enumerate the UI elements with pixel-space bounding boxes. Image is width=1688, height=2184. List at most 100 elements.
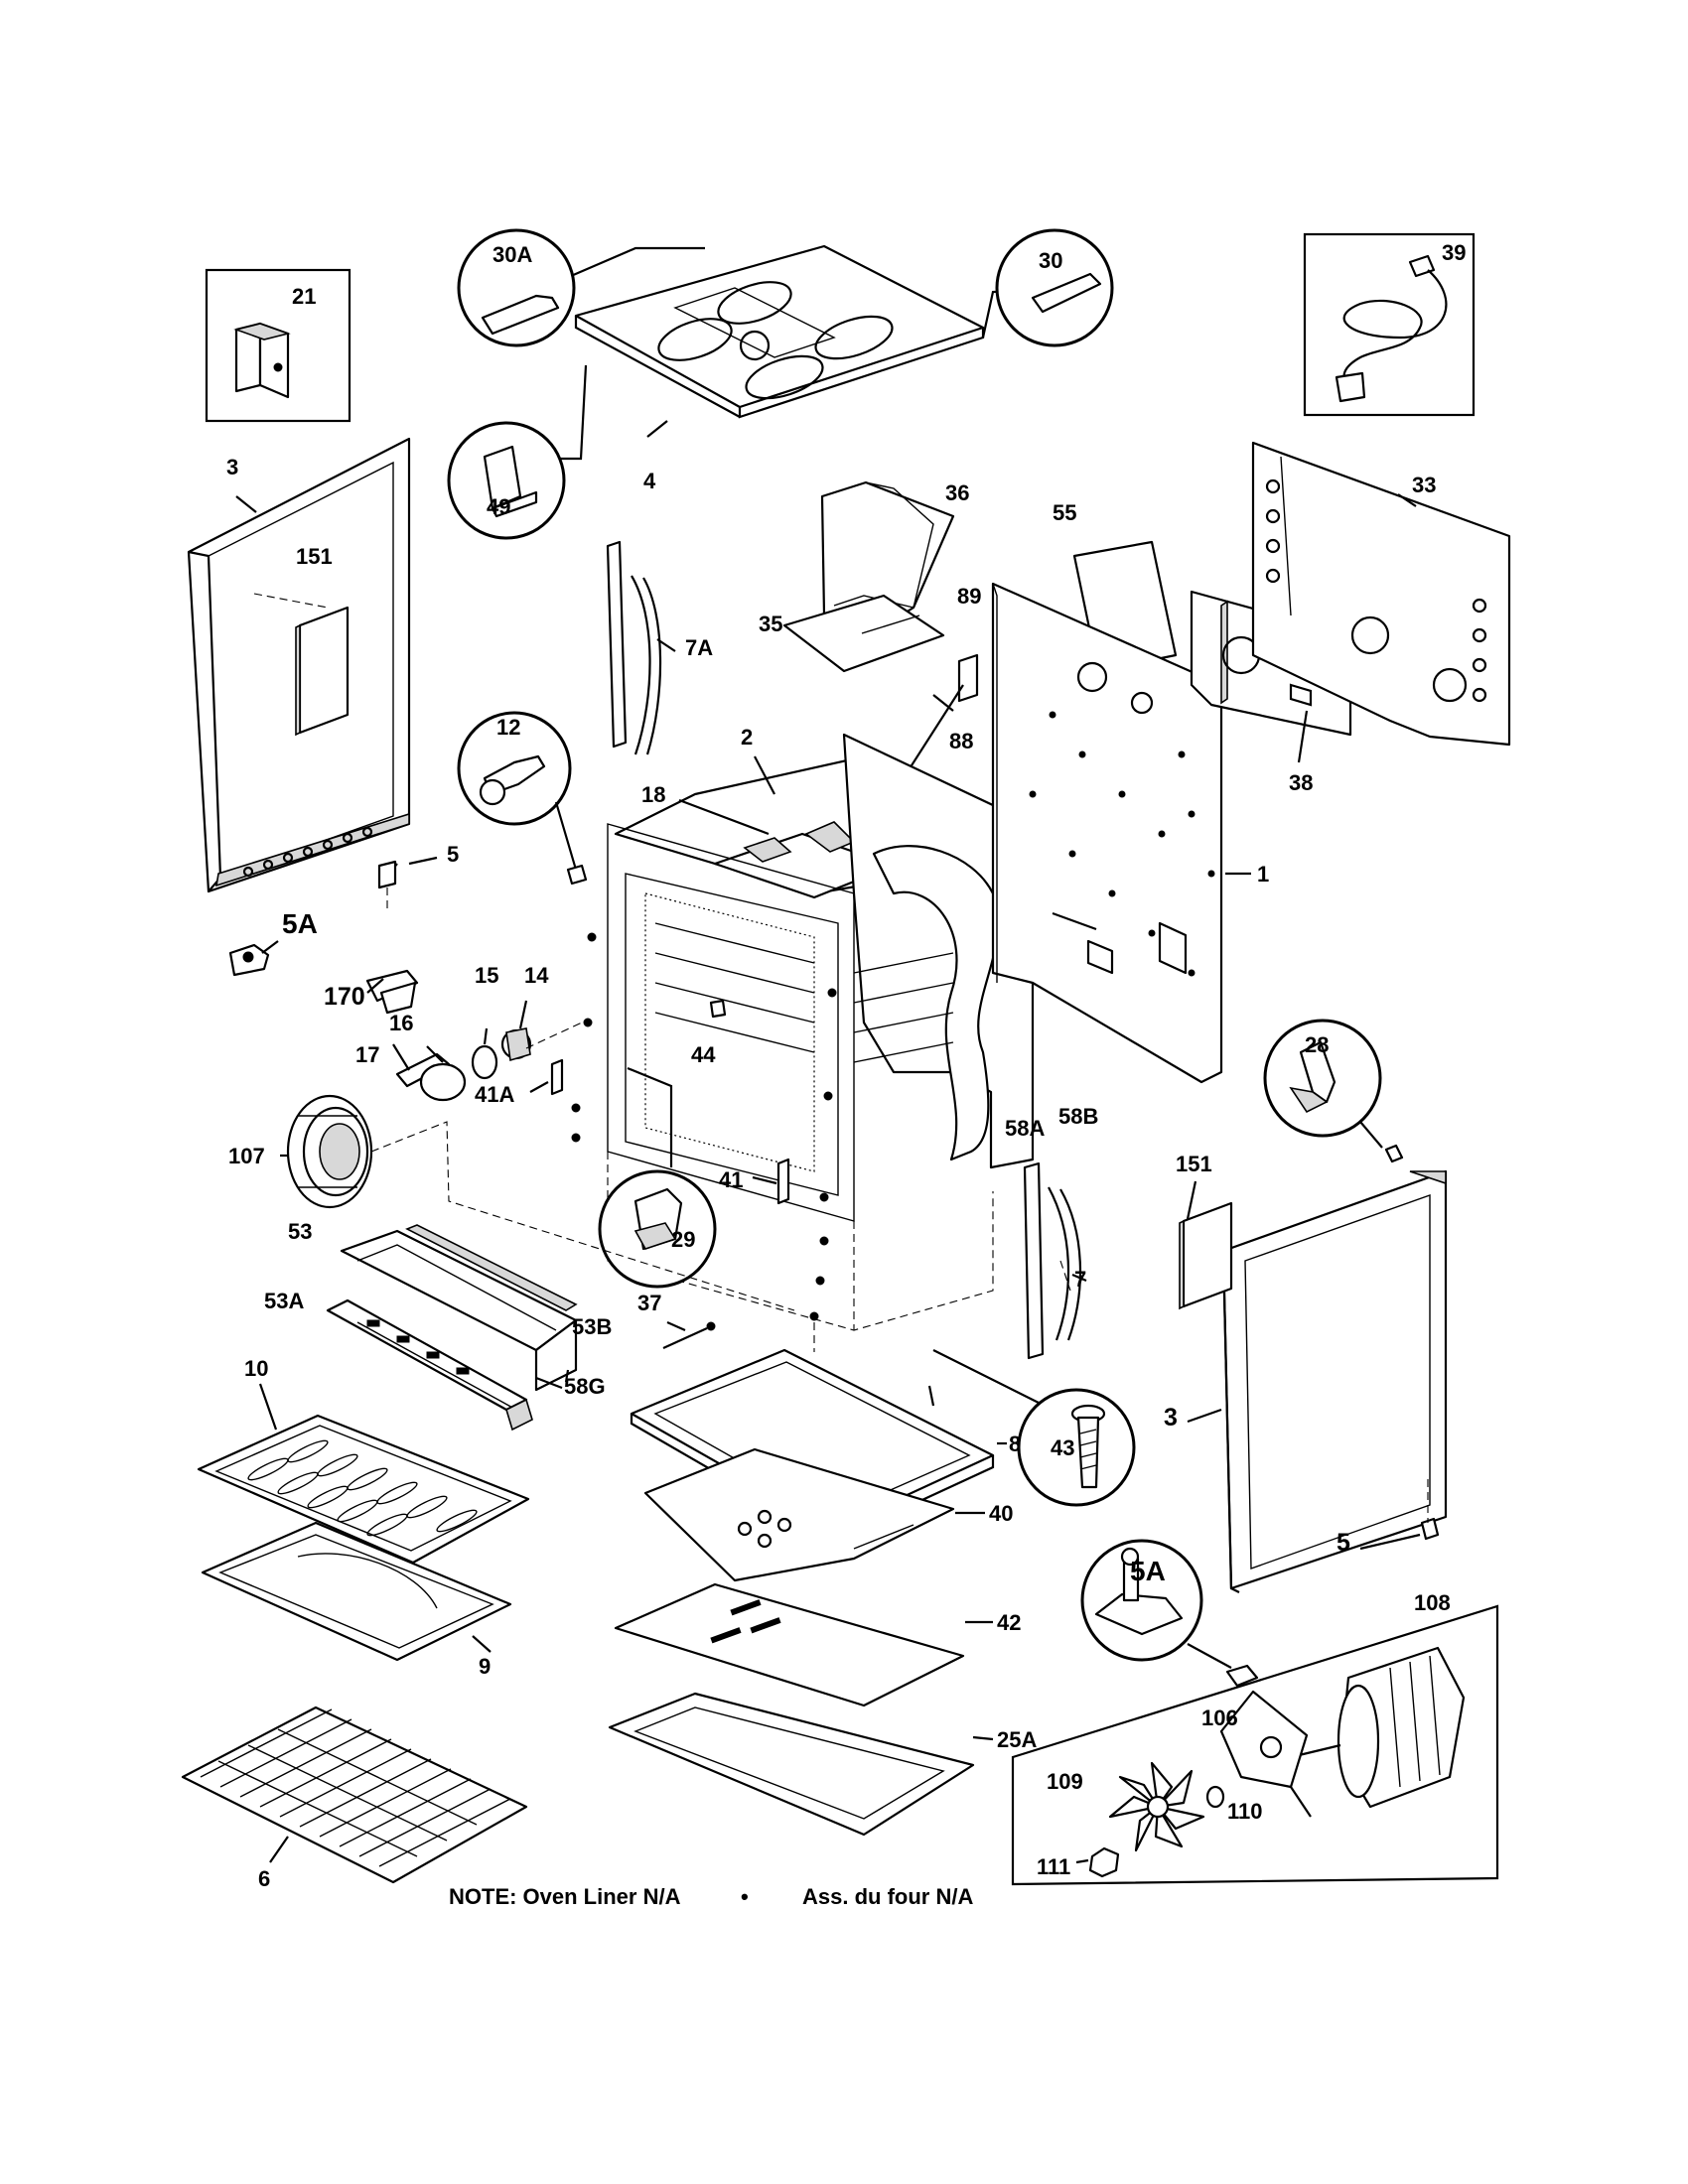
label-107: 107 — [228, 1144, 265, 1168]
label-10: 10 — [244, 1356, 268, 1381]
label-110: 110 — [1227, 1799, 1263, 1824]
label-58G: 58G — [564, 1374, 606, 1399]
label-40: 40 — [989, 1501, 1013, 1526]
label-41: 41 — [719, 1167, 743, 1192]
callout-43 — [1017, 1388, 1136, 1507]
part-42-panel — [614, 1582, 993, 1707]
label-30A: 30A — [492, 242, 532, 267]
label-55: 55 — [1053, 500, 1076, 525]
label-106: 106 — [1201, 1706, 1238, 1730]
part-41A — [529, 1058, 564, 1096]
part-39-box — [1303, 232, 1476, 417]
part-40-shield — [643, 1447, 985, 1582]
label-5-right: 5 — [1336, 1529, 1350, 1557]
part-5-right-screw — [1359, 1479, 1440, 1551]
label-38: 38 — [1289, 770, 1313, 795]
part-4-top-pan — [574, 244, 985, 419]
leader-4 — [646, 420, 668, 438]
label-41A: 41A — [475, 1082, 514, 1107]
leader-3-left — [235, 495, 257, 513]
callout-30A — [457, 228, 576, 347]
leader-30A — [570, 246, 705, 278]
convection-motor-box — [1011, 1604, 1499, 1886]
label-25A: 25A — [997, 1727, 1037, 1752]
light-assembly — [392, 1000, 583, 1102]
label-109: 109 — [1047, 1769, 1083, 1794]
label-53A: 53A — [264, 1289, 304, 1313]
label-4: 4 — [643, 469, 656, 493]
part-3-right-side-panel — [1221, 1169, 1448, 1593]
label-5-left: 5 — [447, 842, 459, 867]
label-18: 18 — [641, 782, 665, 807]
leader-18 — [678, 798, 770, 836]
label-36: 36 — [945, 480, 969, 505]
label-53B: 53B — [572, 1314, 612, 1339]
label-2: 2 — [741, 725, 753, 750]
label-151-left: 151 — [296, 544, 333, 569]
part-107-fan-cover — [280, 1094, 795, 1311]
label-21: 21 — [292, 284, 316, 309]
label-16: 16 — [389, 1011, 413, 1035]
part-7 — [1023, 1161, 1087, 1360]
part-3-left-side-panel — [187, 437, 411, 893]
label-33: 33 — [1412, 473, 1436, 497]
part-151-right — [1179, 1180, 1233, 1310]
part-9-broiler-pan — [201, 1521, 512, 1662]
label-17: 17 — [355, 1042, 379, 1067]
part-21-box — [205, 268, 352, 423]
label-15: 15 — [475, 963, 498, 988]
label-37: 37 — [637, 1291, 661, 1315]
label-29: 29 — [671, 1227, 695, 1252]
leader-2 — [754, 755, 775, 795]
label-7A: 7A — [685, 635, 713, 660]
callout-5A-right — [1080, 1539, 1259, 1688]
label-35: 35 — [759, 612, 782, 636]
label-42: 42 — [997, 1610, 1021, 1635]
note-left: NOTE: Oven Liner N/A — [449, 1884, 681, 1909]
label-3-right: 3 — [1164, 1404, 1178, 1432]
part-41 — [752, 1158, 790, 1205]
label-28: 28 — [1305, 1032, 1329, 1057]
callout-30 — [995, 228, 1114, 347]
part-1-back-panel — [991, 582, 1223, 1084]
label-170: 170 — [324, 983, 365, 1011]
label-9: 9 — [479, 1654, 491, 1679]
callout-12 — [457, 711, 588, 886]
part-labels: 30A 30 39 21 3 151 49 4 36 33 55 35 89 7… — [226, 240, 1466, 1891]
part-33-rear-shield — [1251, 441, 1511, 747]
label-12: 12 — [496, 715, 520, 740]
part-6-oven-rack — [181, 1706, 528, 1884]
part-10-broiler-insert — [197, 1383, 530, 1565]
parts-5-5A-170-left — [228, 856, 438, 1015]
label-151-right: 151 — [1176, 1152, 1212, 1176]
parts-53-53A-53B-58G — [326, 1224, 578, 1432]
part-7A — [606, 540, 676, 755]
label-5A-left: 5A — [282, 908, 318, 939]
label-89: 89 — [957, 584, 981, 609]
label-88: 88 — [949, 729, 973, 753]
label-1: 1 — [1257, 862, 1269, 887]
label-3-left: 3 — [226, 455, 238, 479]
leader-3-right — [1187, 1408, 1222, 1424]
label-53: 53 — [288, 1219, 312, 1244]
leader-33 — [1397, 493, 1417, 507]
part-37 — [662, 1320, 716, 1350]
label-58B: 58B — [1058, 1104, 1098, 1129]
label-49: 49 — [487, 494, 510, 519]
label-43: 43 — [1051, 1435, 1074, 1460]
label-111: 111 — [1037, 1854, 1070, 1879]
leader-49 — [556, 364, 588, 461]
label-5A-right: 5A — [1130, 1556, 1166, 1586]
label-108: 108 — [1414, 1590, 1451, 1615]
label-58A: 58A — [1005, 1116, 1045, 1141]
label-8: 8 — [1009, 1432, 1021, 1456]
label-44: 44 — [691, 1042, 716, 1067]
footer-note: NOTE: Oven Liner N/A • Ass. du four N/A — [449, 1884, 973, 1909]
note-right: Ass. du four N/A — [802, 1884, 973, 1909]
label-30: 30 — [1039, 248, 1062, 273]
part-25A-frame — [608, 1692, 994, 1837]
label-6: 6 — [258, 1866, 270, 1891]
label-39: 39 — [1442, 240, 1466, 265]
label-14: 14 — [524, 963, 549, 988]
